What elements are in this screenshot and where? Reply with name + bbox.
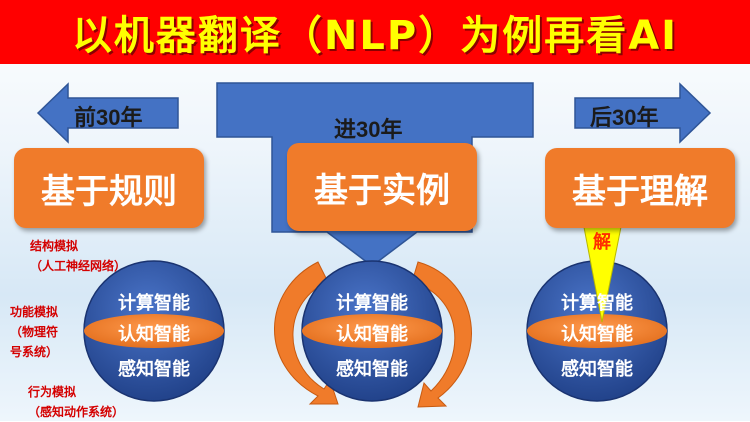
structure-simulation-title: 结构模拟 xyxy=(30,239,79,253)
left-perceptual-intelligence: 感知智能 xyxy=(118,359,190,380)
left-cognitive-intelligence: 认知智能 xyxy=(118,324,190,345)
rule-based-box: 基于规则 xyxy=(14,148,204,228)
left-intelligence-sphere xyxy=(83,260,225,402)
cycle-arrow-left xyxy=(274,261,339,405)
middle-perceptual-intelligence: 感知智能 xyxy=(336,359,408,380)
structure-simulation-detail: （人工神经网络） xyxy=(30,259,127,273)
middle-computing-intelligence: 计算智能 xyxy=(336,293,408,314)
right-cognitive-intelligence: 认知智能 xyxy=(561,324,633,345)
left-arrow-label: 前30年 xyxy=(74,105,143,130)
behavior-simulation-title: 行为模拟 xyxy=(28,385,77,399)
right-computing-intelligence: 计算智能 xyxy=(561,293,633,314)
middle-cognitive-intelligence: 认知智能 xyxy=(336,324,408,345)
cycle-arrow-right xyxy=(411,261,472,408)
understanding-based-box: 基于理解 xyxy=(545,148,735,228)
function-simulation-title: 功能模拟 xyxy=(10,305,59,319)
left-arrow-shape xyxy=(36,82,179,144)
right-arrow-shape xyxy=(574,82,712,144)
instance-based-box: 基于实例 xyxy=(287,143,477,231)
title-bar: 以机器翻译（NLP）为例再看AI xyxy=(0,0,750,64)
structure-simulation-note: 结构模拟 （人工神经网络） xyxy=(30,236,126,276)
right-arrow-label: 后30年 xyxy=(590,105,659,130)
function-simulation-note: 功能模拟 （物理符 号系统） xyxy=(10,302,58,362)
understanding-based-label: 基于理解 xyxy=(572,171,708,212)
instance-based-label: 基于实例 xyxy=(314,170,450,211)
function-simulation-detail-1: （物理符 xyxy=(10,325,59,339)
behavior-simulation-detail: （感知动作系统） xyxy=(28,405,125,419)
rule-based-label: 基于规则 xyxy=(41,171,177,212)
right-intelligence-sphere xyxy=(526,260,668,402)
understanding-char: 解 xyxy=(593,232,611,253)
middle-arrow-label: 进30年 xyxy=(334,117,403,142)
right-perceptual-intelligence: 感知智能 xyxy=(561,359,633,380)
function-simulation-detail-2: 号系统） xyxy=(10,345,59,359)
left-computing-intelligence: 计算智能 xyxy=(118,293,190,314)
page-title: 以机器翻译（NLP）为例再看AI xyxy=(71,13,679,59)
behavior-simulation-note: 行为模拟 （感知动作系统） xyxy=(28,382,124,422)
middle-intelligence-sphere xyxy=(301,260,443,402)
